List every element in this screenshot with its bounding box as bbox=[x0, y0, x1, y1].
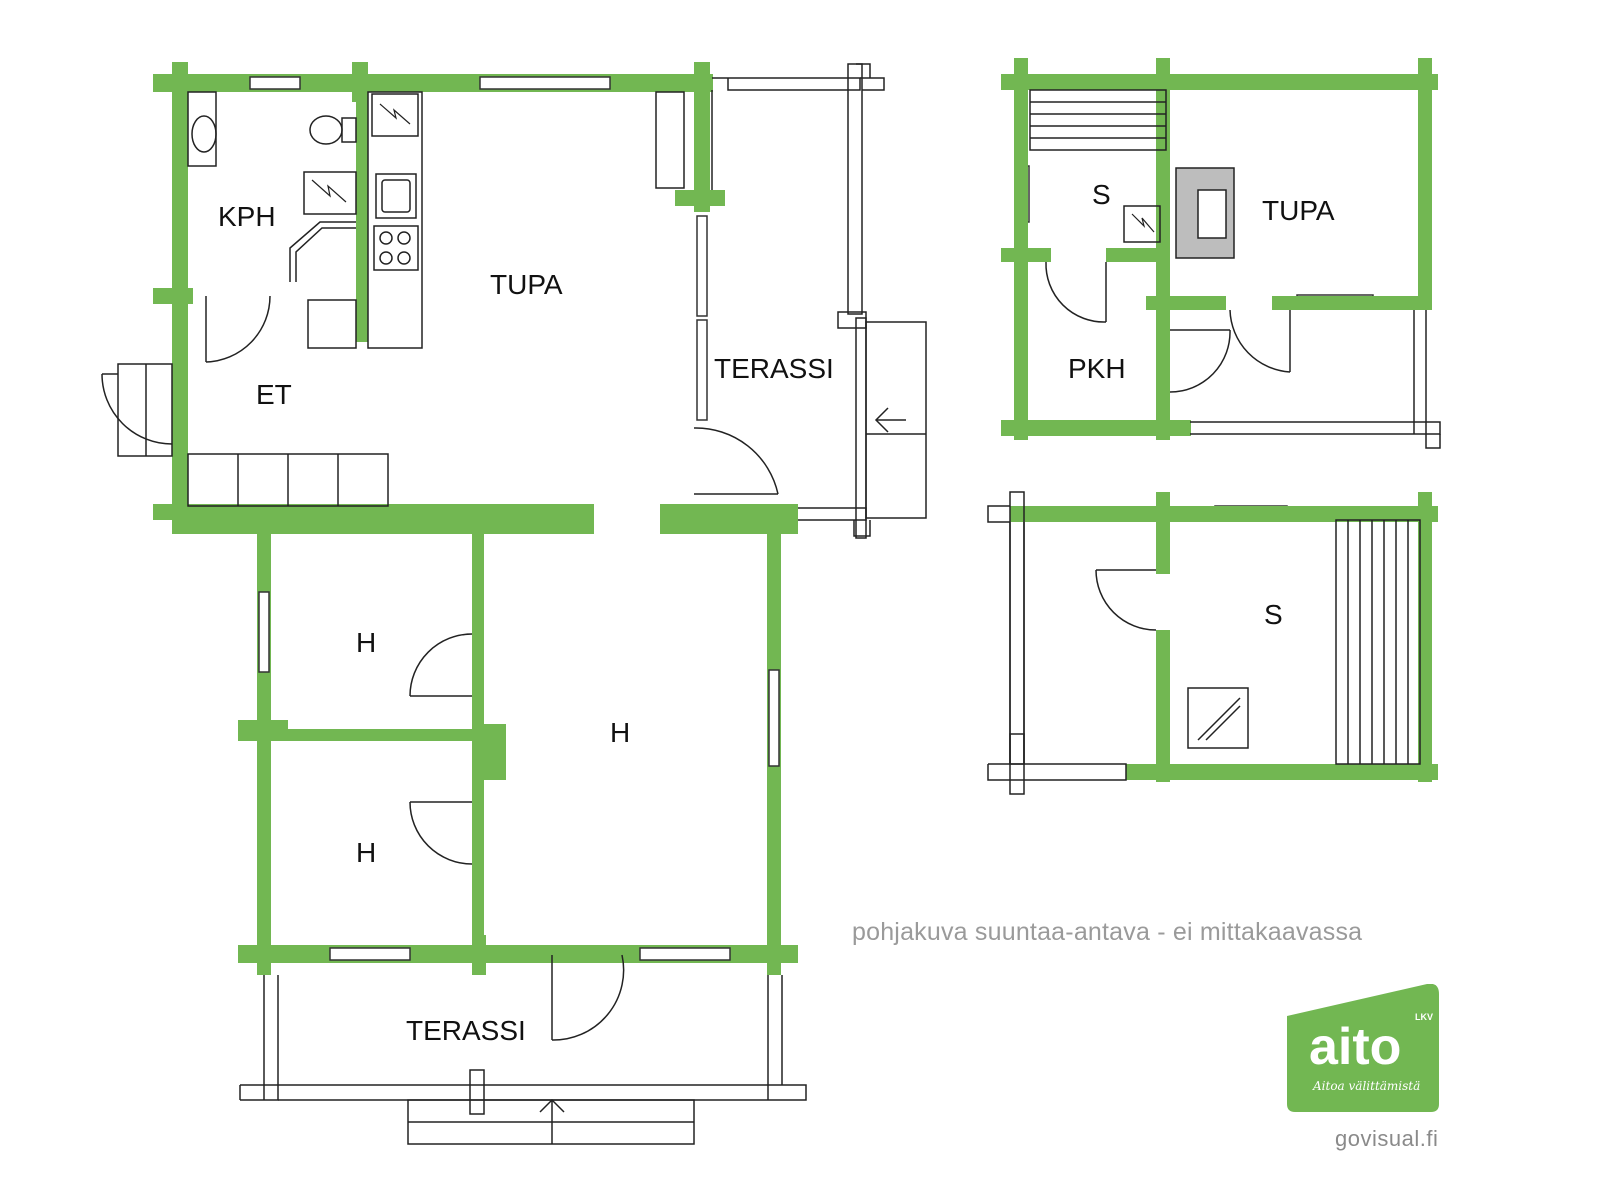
room-labels: KPH TUPA TERASSI ET H H H TERASSI S TUPA… bbox=[218, 179, 1335, 1046]
room-label-tupa-main: TUPA bbox=[490, 269, 563, 300]
lower-sauna-outlines bbox=[987, 491, 1421, 795]
room-label-s-lower: S bbox=[1264, 599, 1283, 630]
sauna-outlines bbox=[1029, 89, 1441, 449]
room-label-terassi-bottom: TERASSI bbox=[406, 1015, 526, 1046]
fixtures bbox=[187, 91, 685, 507]
lower-sauna-walls bbox=[1010, 492, 1438, 782]
room-label-kph: KPH bbox=[218, 201, 276, 232]
credit-text: govisual.fi bbox=[1335, 1126, 1439, 1151]
terrace-outlines bbox=[117, 63, 927, 1145]
aito-logo: aito LKV Aitoa välittämistä bbox=[1287, 984, 1439, 1112]
room-label-h-bottom: H bbox=[356, 837, 376, 868]
room-label-et: ET bbox=[256, 379, 292, 410]
disclaimer-text: pohjakuva suuntaa-antava - ei mittakaava… bbox=[852, 918, 1363, 946]
svg-text:LKV: LKV bbox=[1415, 1012, 1433, 1022]
room-label-h-main: H bbox=[610, 717, 630, 748]
room-label-h-top: H bbox=[356, 627, 376, 658]
svg-text:aito: aito bbox=[1309, 1018, 1401, 1076]
door-swings bbox=[101, 295, 779, 1041]
room-label-pkh: PKH bbox=[1068, 353, 1126, 384]
room-label-terassi-side: TERASSI bbox=[714, 353, 834, 384]
svg-text:Aitoa välittämistä: Aitoa välittämistä bbox=[1312, 1079, 1420, 1093]
sauna-walls bbox=[1001, 58, 1438, 440]
main-house-walls bbox=[153, 62, 798, 975]
room-label-s-upper: S bbox=[1092, 179, 1111, 210]
room-label-tupa-sauna: TUPA bbox=[1262, 195, 1335, 226]
